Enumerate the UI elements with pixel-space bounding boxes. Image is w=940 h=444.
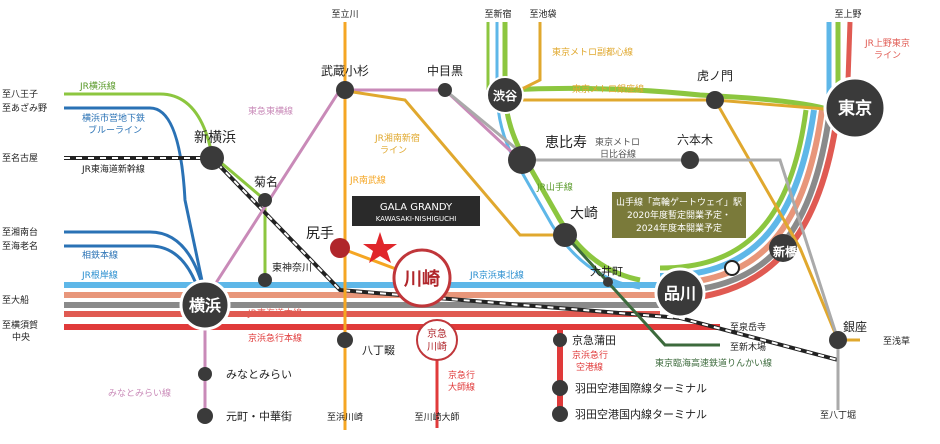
tokyo-label: 東京 (838, 98, 872, 119)
yokohama-station-mark (179, 279, 231, 331)
property-banner: GALA GRANDY KAWASAKI-NISHIGUCHI (352, 196, 480, 226)
property-star-icon (363, 232, 397, 263)
dest-shinkiba: 至新木場 (730, 341, 766, 353)
rinkai-label: 東京臨海高速鉄道りんかい線 (655, 357, 772, 369)
blue-line-label-1: 横浜市営地下鉄 (82, 112, 145, 124)
shonan-label-2: ライン (380, 145, 407, 156)
yamanote-label: JR山手線 (536, 181, 573, 193)
minatomirai-label: みなとみらい (226, 368, 292, 381)
nakameguro-label: 中目黒 (427, 63, 463, 78)
kikuna-label: 菊名 (254, 174, 278, 189)
shinagawa-station-mark (654, 267, 706, 319)
tokyo-station-mark (823, 76, 887, 140)
shiride-label: 尻手 (306, 226, 334, 242)
shinkansen-label: JR東海道新幹線 (81, 163, 145, 175)
ginza-label: 銀座 (843, 319, 867, 334)
gateway-note: 山手線「高輪ゲートウェイ」駅 2020年度暫定開業予定・ 2024年度本開業予定 (612, 192, 746, 238)
haneda-intl-label: 羽田空港国際線ターミナル (575, 381, 707, 395)
toyoko-line (203, 88, 522, 301)
yokohama-label: 横浜 (189, 296, 221, 315)
dest-kawasaki-daishi: 至川崎大師 (414, 411, 459, 423)
dest-shinjuku: 至新宿 (484, 8, 511, 20)
daishi-label-1: 京急行 (448, 369, 475, 381)
gateway-line-3: 2024年度本開業予定 (636, 222, 722, 234)
osaki-label: 大崎 (570, 206, 598, 222)
kawasaki-station-mark (392, 248, 452, 308)
shinagawa-label: 品川 (664, 284, 696, 303)
dest-ikebukuro: 至池袋 (529, 8, 556, 20)
dest-azamino: 至あざみ野 (2, 102, 47, 114)
jr-negishi-label: JR根岸線 (81, 269, 118, 281)
dest-ofuna: 至大船 (2, 294, 29, 306)
dest-hacchobori: 至八丁堀 (820, 410, 856, 421)
keikyu-main-label: 京浜急行本線 (248, 332, 302, 344)
ueno-tokyo-label-2: ライン (874, 50, 901, 61)
higashi-kanagawa-label: 東神奈川 (272, 261, 312, 274)
oimachi-label: 大井町 (590, 264, 623, 278)
shonan-label-1: JR湘南新宿 (374, 132, 420, 144)
airport-label-2: 空港線 (576, 361, 603, 373)
property-name: GALA GRANDY (380, 202, 453, 213)
ginza-line-label: 東京メトロ銀座線 (572, 83, 644, 95)
roppongi-label: 六本木 (677, 133, 713, 147)
nambu-label: JR南武線 (349, 174, 386, 186)
blue-line (64, 106, 207, 296)
property-sub: KAWASAKI-NISHIGUCHI (376, 215, 457, 223)
jr-tokaido-label: JR東海道本線 (247, 307, 302, 319)
shibuya-label: 渋谷 (493, 88, 518, 103)
gateway-line-1: 山手線「高輪ゲートウェイ」駅 (616, 196, 742, 208)
shonan-line (339, 88, 565, 237)
gateway-station-mark (724, 260, 740, 276)
keihin-tohoku-label: JR京浜東北線 (469, 269, 524, 281)
ginza-line-2 (713, 99, 860, 342)
musashi-kosugi-label: 武蔵小杉 (321, 64, 369, 78)
dest-ebina: 至海老名 (2, 240, 38, 252)
shimbashi-label: 新橋 (773, 244, 798, 259)
jr-yokohama-line-label: JR横浜線 (79, 80, 116, 92)
keikyu-kawasaki-mark (416, 319, 458, 361)
rinkai-line (563, 233, 720, 347)
minatomirai-line-label: みなとみらい線 (108, 387, 171, 399)
dest-hachioji: 至八王子 (2, 89, 38, 100)
keikyu-kawasaki-label-2: 川崎 (427, 340, 447, 353)
ebisu-label: 恵比寿 (545, 134, 587, 151)
airport-label-1: 京浜急行 (572, 349, 608, 361)
trunk-lines (64, 282, 720, 330)
hatchonawate-label: 八丁畷 (362, 344, 395, 357)
ueno-tokyo-label-1: JR上野東京 (864, 37, 910, 49)
dest-yokosuka-1: 至横須賀 (2, 319, 38, 331)
hibiya-label-1: 東京メトロ (595, 136, 640, 148)
fukutoshin-label: 東京メトロ副都心線 (552, 46, 633, 58)
haneda-dom-label: 羽田空港国内線ターミナル (575, 407, 707, 421)
dest-izumidake: 至泉岳寺 (730, 321, 766, 333)
keikyu-kamata-label: 京急蒲田 (572, 333, 616, 347)
dest-asakusa: 至浅草 (883, 335, 910, 347)
hibiya-label-2: 日比谷線 (600, 148, 636, 160)
motomachi-label: 元町・中華街 (226, 409, 292, 423)
dest-ueno: 至上野 (834, 9, 861, 20)
shin-yokohama-label: 新横浜 (194, 130, 236, 146)
dest-tachikawa: 至立川 (331, 8, 358, 20)
gateway-line-2: 2020年度暫定開業予定・ (627, 209, 731, 221)
major-station-marks (179, 76, 887, 361)
dest-hamakawasaki: 至浜川崎 (327, 411, 363, 423)
dest-yokosuka-2: 中央 (12, 331, 30, 343)
blue-line-label-2: ブルーライン (88, 124, 142, 136)
dest-nagoya: 至名古屋 (2, 152, 38, 164)
daishi-label-2: 大師線 (448, 381, 475, 393)
toranomon-label: 虎ノ門 (697, 69, 733, 83)
dest-shonandai: 至湘南台 (2, 226, 38, 238)
shiride-mark (330, 238, 350, 258)
shinkansen-dash (64, 157, 839, 361)
sotetsu-label: 相鉄本線 (82, 249, 118, 261)
kawasaki-label: 川崎 (403, 268, 440, 290)
station-dots (197, 81, 847, 424)
keikyu-kawasaki-label-1: 京急 (427, 327, 447, 340)
shibuya-station-mark (486, 76, 524, 114)
toyoko-label: 東急東横線 (248, 105, 293, 117)
